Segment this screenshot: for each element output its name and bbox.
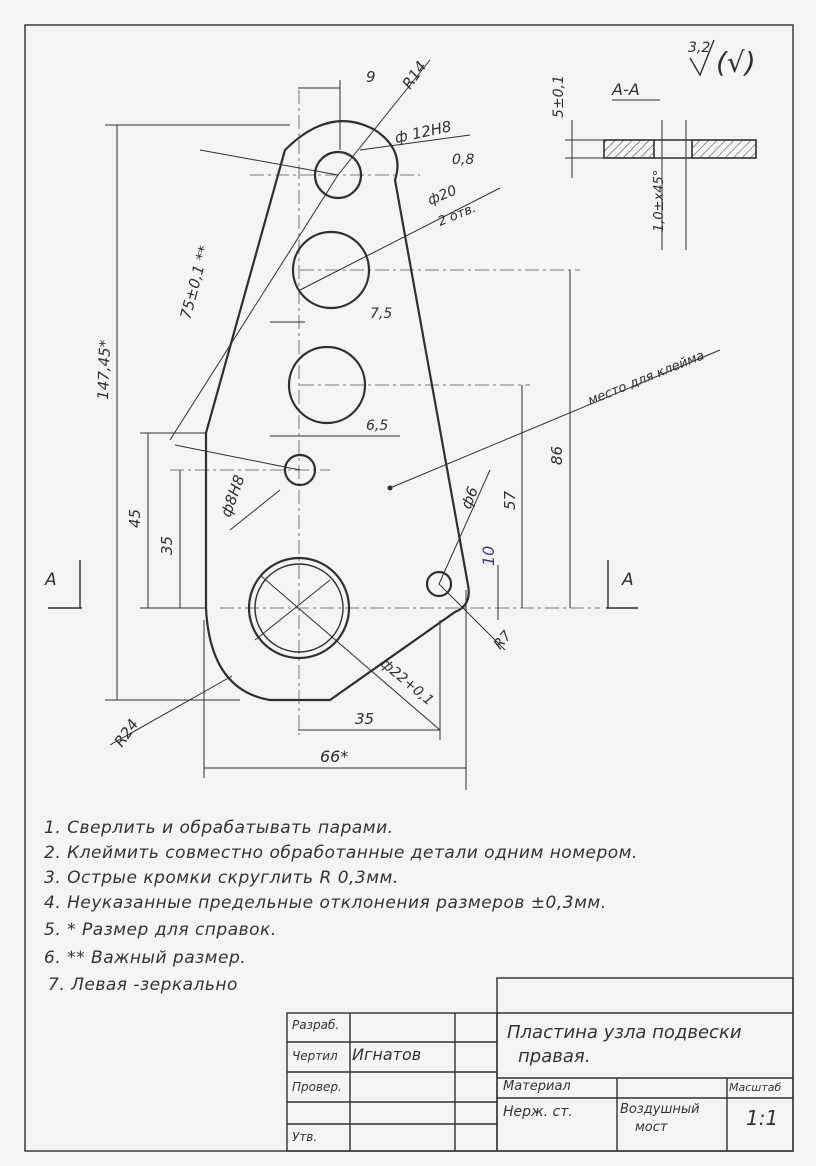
dim-147-45: 147,45* bbox=[94, 339, 114, 400]
section-mark-left: A bbox=[44, 570, 57, 590]
section-mark-right: A bbox=[621, 570, 634, 590]
section-thickness: 5±0,1 bbox=[551, 75, 567, 118]
section-title: А-А bbox=[611, 80, 640, 99]
note-4: 4. Неуказанные предельные отклонения раз… bbox=[44, 893, 607, 913]
dim-35-horizontal: 35 bbox=[355, 710, 374, 728]
note-5: 5. * Размер для справок. bbox=[44, 920, 277, 940]
hole-22-outer bbox=[247, 556, 351, 660]
section-chamfer: 1,0±х45° bbox=[652, 170, 667, 232]
dim-hole-20: ф20 bbox=[426, 183, 460, 209]
dim-45: 45 bbox=[126, 509, 144, 528]
center-lines bbox=[170, 90, 600, 735]
note-3: 3. Острые кромки скруглить R 0,3мм. bbox=[44, 868, 399, 888]
dim-66: 66* bbox=[320, 747, 348, 766]
dim-9: 9 bbox=[366, 68, 376, 86]
leader-lines bbox=[109, 59, 721, 746]
roughness-check-icon bbox=[689, 39, 715, 77]
dimension-lines bbox=[105, 80, 571, 790]
note-2: 2. Клеймить совместно обработанные детал… bbox=[44, 843, 638, 863]
dim-hole-8: ф8H8 bbox=[217, 473, 249, 520]
tb-approved-label: Утв. bbox=[292, 1130, 318, 1144]
hole-12 bbox=[313, 150, 363, 200]
tb-project-2: мост bbox=[635, 1120, 668, 1135]
dim-35-vertical: 35 bbox=[158, 536, 176, 555]
dim-hole-6: ф6 bbox=[457, 484, 482, 511]
tb-scale-value: 1:1 bbox=[746, 1106, 779, 1130]
dim-6-5: 6,5 bbox=[366, 418, 388, 434]
tb-project-1: Воздушный bbox=[620, 1102, 700, 1117]
hole-20-top bbox=[291, 230, 371, 310]
roughness-sign: (√) bbox=[716, 46, 756, 79]
dim-10: 10 bbox=[479, 546, 498, 566]
tb-material-label: Материал bbox=[503, 1079, 571, 1094]
tb-part-name-1: Пластина узла подвески bbox=[507, 1022, 742, 1043]
stamp-place-label: место для клейма bbox=[586, 348, 707, 408]
dim-86: 86 bbox=[548, 446, 566, 465]
dim-r14: R14 bbox=[399, 58, 431, 93]
hole-8 bbox=[283, 453, 317, 487]
note-1: 1. Сверлить и обрабатывать парами. bbox=[44, 818, 394, 838]
part-outline bbox=[204, 119, 470, 702]
tb-developed-label: Разраб. bbox=[292, 1018, 340, 1032]
dim-holes-count: 2 отв. bbox=[436, 201, 478, 230]
title-block bbox=[286, 977, 794, 1152]
dim-r7: R7 bbox=[491, 628, 515, 653]
dim-roughness-08: 0,8 bbox=[452, 152, 474, 168]
dim-hole-12: ф 12H8 bbox=[393, 117, 453, 147]
hole-20-bottom bbox=[287, 345, 367, 425]
tb-drawn-label: Чертил bbox=[292, 1049, 338, 1063]
tb-material-value: Нерж. ст. bbox=[503, 1104, 573, 1120]
tb-checked-label: Провер. bbox=[292, 1080, 342, 1094]
tb-scale-label: Масштаб bbox=[729, 1081, 782, 1094]
note-7: 7. Левая -зеркально bbox=[48, 975, 238, 995]
tb-part-name-2: правая. bbox=[518, 1046, 591, 1067]
dim-r24: R24 bbox=[111, 716, 143, 751]
stamp-marker bbox=[387, 485, 393, 491]
hole-22-inner bbox=[254, 563, 344, 653]
dim-75: 75±0,1 ** bbox=[176, 243, 213, 321]
tb-drawn-name: Игнатов bbox=[352, 1045, 422, 1064]
section-view bbox=[565, 120, 757, 250]
dim-7-5: 7,5 bbox=[370, 306, 392, 322]
section-arrows bbox=[48, 560, 638, 609]
roughness-value: 3,2 bbox=[688, 40, 710, 56]
hole-6 bbox=[425, 570, 453, 598]
note-6: 6. ** Важный размер. bbox=[44, 948, 247, 968]
dim-57: 57 bbox=[501, 490, 519, 510]
outline-edge bbox=[209, 149, 286, 421]
